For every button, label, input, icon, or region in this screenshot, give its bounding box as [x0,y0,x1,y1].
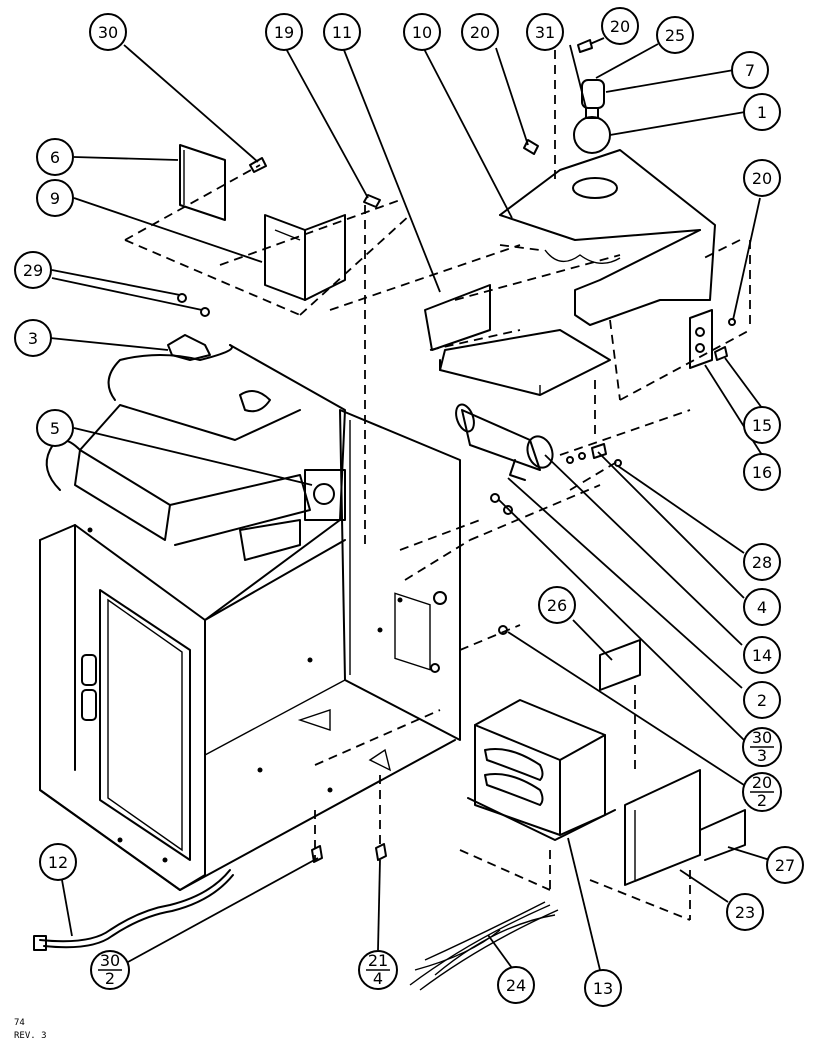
svg-text:15: 15 [752,416,772,435]
callout-28: 28 [743,543,781,581]
svg-text:26: 26 [547,596,567,615]
svg-text:3: 3 [757,746,767,765]
part-screw-set [490,493,513,635]
callout-27: 27 [766,846,804,884]
callout-7: 7 [731,51,769,89]
part-screw-19 [363,194,381,208]
svg-text:5: 5 [50,419,60,438]
svg-text:25: 25 [665,26,685,45]
svg-text:30: 30 [752,728,772,747]
svg-text:1: 1 [757,103,767,122]
part-capacitor [455,403,622,481]
part-transformer [467,699,616,841]
callout-19: 19 [265,13,303,51]
svg-text:30: 30 [98,23,118,42]
callout-11: 11 [323,13,361,51]
svg-text:11: 11 [332,23,352,42]
callout-3: 3 [14,319,52,357]
svg-text:31: 31 [535,23,555,42]
callout-fraction-30-3: 30 3 [742,727,782,767]
callout-20: 20 [461,13,499,51]
svg-text:27: 27 [775,856,795,875]
part-shelf-bracket [424,284,611,396]
callout-4: 4 [743,588,781,626]
leader-lines [49,37,771,971]
svg-text:2: 2 [757,691,767,710]
svg-text:20: 20 [470,23,490,42]
callout-12: 12 [39,843,77,881]
callout-24: 24 [497,966,535,1004]
callout-31: 31 [526,13,564,51]
svg-text:16: 16 [752,463,772,482]
callout-10: 10 [403,13,441,51]
part-wire-harness [409,901,559,991]
svg-text:9: 9 [50,189,60,208]
svg-text:30: 30 [100,951,120,970]
part-bottom-screws [311,843,387,863]
svg-text:28: 28 [752,553,772,572]
callout-9: 9 [36,179,74,217]
callout-fraction-20-2: 20 2 [742,772,782,812]
svg-text:14: 14 [752,646,772,665]
callout-25: 25 [656,16,694,54]
svg-text:21: 21 [368,951,388,970]
svg-text:3: 3 [28,329,38,348]
part-small-panel [179,144,226,221]
page-number: 74 [14,1018,25,1028]
callout-26: 26 [538,586,576,624]
cabinet-screws [87,527,403,863]
callout-15: 15 [743,406,781,444]
callout-20-top: 20 [601,7,639,45]
svg-text:29: 29 [23,261,43,280]
callout-6: 6 [36,138,74,176]
revision-label: REV. 3 [14,1031,47,1041]
svg-text:13: 13 [593,979,613,998]
part-bracket-cover [624,769,746,886]
callout-5: 5 [36,409,74,447]
callout-14: 14 [743,636,781,674]
part-switch-block [689,309,736,369]
svg-text:2: 2 [757,791,767,810]
part-screw-20a [523,139,539,155]
assembly-lines [124,50,751,921]
svg-text:20: 20 [752,773,772,792]
callout-30: 30 [89,13,127,51]
callout-1: 1 [743,93,781,131]
svg-text:2: 2 [105,969,115,988]
part-small-plate [599,639,641,691]
part-power-cord [33,869,234,951]
svg-text:6: 6 [50,148,60,167]
callout-29: 29 [14,251,52,289]
callout-fraction-21-4: 21 4 [358,950,398,990]
svg-text:12: 12 [48,853,68,872]
svg-text:23: 23 [735,903,755,922]
svg-text:24: 24 [506,976,526,995]
callout-13: 13 [584,969,622,1007]
svg-text:4: 4 [373,969,383,988]
callout-20-right: 20 [743,159,781,197]
part-screw-top [249,157,267,173]
part-lamp-assembly [573,39,611,154]
svg-text:7: 7 [745,61,755,80]
callout-2: 2 [743,681,781,719]
callout-23: 23 [726,893,764,931]
svg-text:10: 10 [412,23,432,42]
svg-text:19: 19 [274,23,294,42]
part-angle-bracket [264,214,346,301]
callout-16: 16 [743,453,781,491]
cabinet-body [39,344,461,891]
part-top-cover [499,149,716,326]
svg-text:20: 20 [610,17,630,36]
svg-text:20: 20 [752,169,772,188]
svg-text:4: 4 [757,598,767,617]
part-terminal [167,293,211,361]
callout-fraction-30-2: 30 2 [90,950,130,990]
